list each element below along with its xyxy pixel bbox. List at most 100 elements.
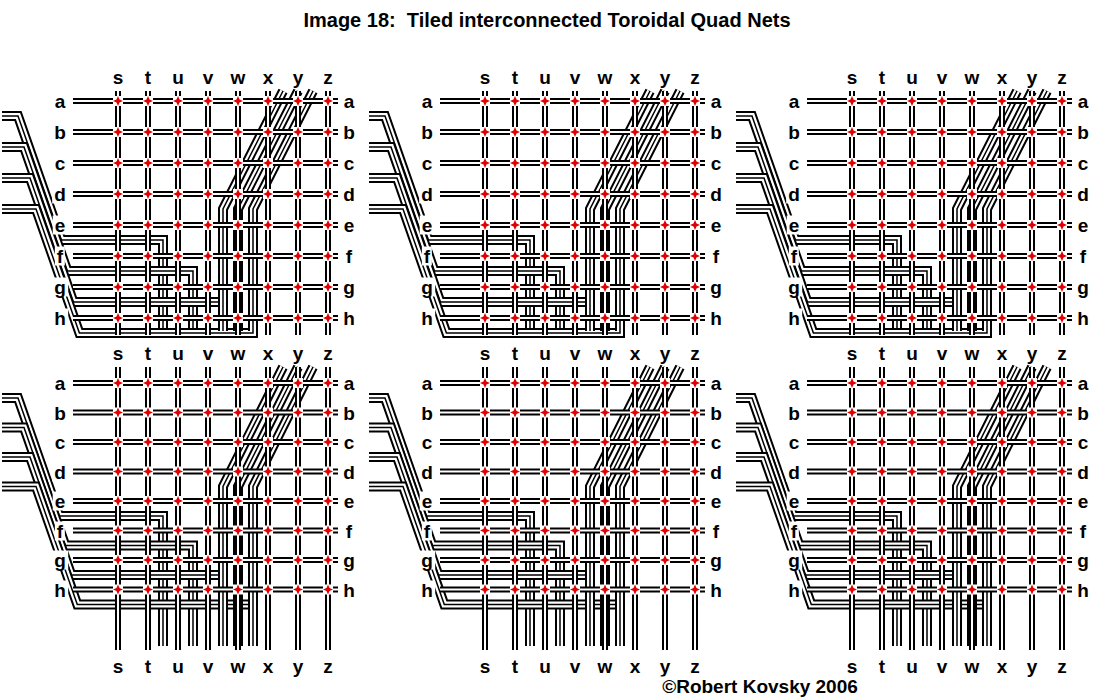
node-star (690, 127, 700, 137)
node-star (660, 378, 670, 388)
column-label: w (963, 68, 982, 87)
node-star (323, 408, 333, 418)
node-star (877, 220, 887, 230)
node-star (263, 437, 273, 447)
wire-bundle (253, 367, 313, 646)
node-star (937, 496, 947, 506)
node-star (847, 526, 857, 536)
node-star (323, 585, 333, 595)
node-star (570, 496, 580, 506)
node-star (263, 467, 273, 477)
node-star (480, 467, 490, 477)
node-star (510, 585, 520, 595)
node-star (510, 467, 520, 477)
row-label: f (789, 247, 799, 266)
node-star (660, 526, 670, 536)
node-star (997, 220, 1007, 230)
node-star (1057, 251, 1067, 261)
node-star (937, 158, 947, 168)
row-label: e (1076, 492, 1091, 511)
node-star (233, 526, 243, 536)
node-star (1057, 408, 1067, 418)
node-star (570, 313, 580, 323)
node-star (263, 585, 273, 595)
row-label: h (52, 580, 68, 599)
node-star (1027, 251, 1037, 261)
node-star (997, 96, 1007, 106)
node-star (967, 585, 977, 595)
node-star (293, 282, 303, 292)
node-star (540, 313, 550, 323)
row-label: a (342, 92, 357, 111)
node-star (1027, 585, 1037, 595)
node-star (173, 96, 183, 106)
column-label: v (201, 657, 216, 676)
node-star (937, 526, 947, 536)
node-star (630, 408, 640, 418)
node-star (263, 96, 273, 106)
node-star (323, 282, 333, 292)
row-label: e (420, 492, 435, 511)
node-star (600, 251, 610, 261)
node-star (1057, 378, 1067, 388)
node-star (323, 251, 333, 261)
node-star (570, 189, 580, 199)
node-star (323, 555, 333, 565)
node-star (510, 220, 520, 230)
node-star (540, 313, 550, 323)
row-label: a (1076, 92, 1091, 111)
node-star (173, 127, 183, 137)
node-star (173, 496, 183, 506)
node-star (690, 313, 700, 323)
node-star (690, 189, 700, 199)
node-star (600, 96, 610, 106)
node-star (203, 496, 213, 506)
node-star (233, 220, 243, 230)
node-star (510, 313, 520, 323)
node-star (907, 496, 917, 506)
node-star (570, 282, 580, 292)
node-star (480, 313, 490, 323)
node-star (997, 585, 1007, 595)
node-star (997, 437, 1007, 447)
node-star (847, 496, 857, 506)
node-star (323, 127, 333, 137)
node-star (203, 251, 213, 261)
node-star (907, 437, 917, 447)
node-star (600, 467, 610, 477)
node-star (937, 127, 947, 137)
node-star (540, 158, 550, 168)
node-star (480, 408, 490, 418)
column-label: v (568, 68, 583, 87)
node-star (173, 585, 183, 595)
node-star (847, 96, 857, 106)
node-star (323, 526, 333, 536)
node-star (233, 408, 243, 418)
column-label: w (596, 344, 615, 363)
node-star (967, 467, 977, 477)
node-star (997, 437, 1007, 447)
node-star (630, 526, 640, 536)
node-star (113, 467, 123, 477)
node-star (1057, 585, 1067, 595)
node-star (323, 220, 333, 230)
node-star (263, 251, 273, 261)
node-star (660, 408, 670, 418)
node-star (1027, 378, 1037, 388)
node-star (143, 220, 153, 230)
node-star (510, 96, 520, 106)
node-star (323, 555, 333, 565)
node-star (967, 585, 977, 595)
node-star (173, 437, 183, 447)
node-star (967, 555, 977, 565)
node-star (660, 220, 670, 230)
node-star (540, 378, 550, 388)
node-star (877, 158, 887, 168)
node-star (113, 96, 123, 106)
node-star (997, 282, 1007, 292)
node-star (510, 496, 520, 506)
node-star (173, 127, 183, 137)
column-label: y (658, 657, 673, 676)
node-star (997, 127, 1007, 137)
node-star (293, 496, 303, 506)
